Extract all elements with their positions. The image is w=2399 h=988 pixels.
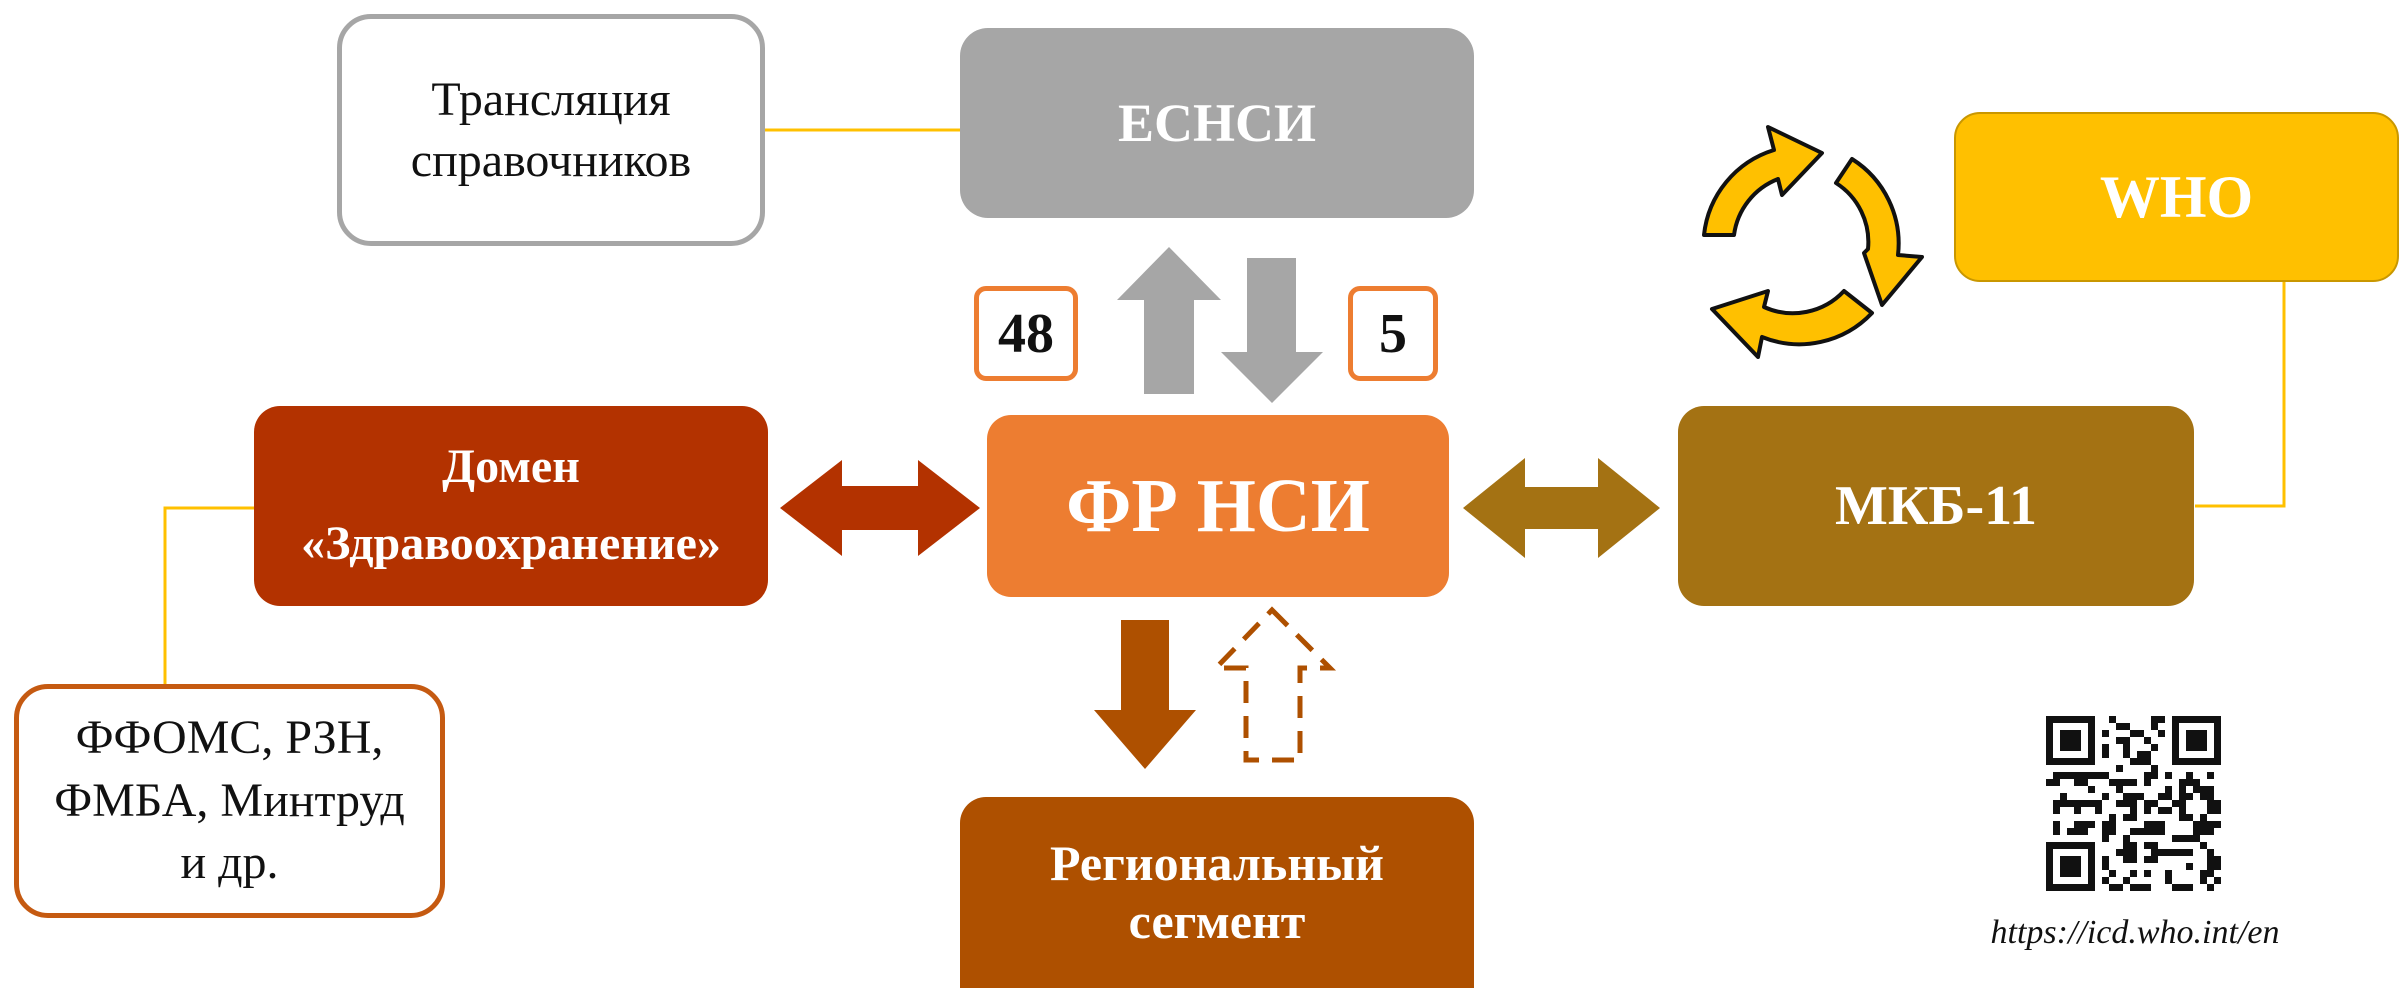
agencies-line3: и др. [180, 836, 279, 890]
who-label: WHO [2099, 163, 2254, 230]
count-down-value: 5 [1379, 302, 1407, 365]
qr-code[interactable] [2046, 716, 2221, 891]
count-up-value: 48 [998, 302, 1054, 365]
cycle-icon [1702, 125, 1924, 359]
agencies-line2: ФМБА, Минтруд [54, 773, 405, 827]
esnsi-box: ЕСНСИ [960, 28, 1474, 218]
regional-line1: Региональный [1050, 835, 1384, 891]
fr-nsi-label: ФР НСИ [1066, 463, 1370, 548]
count-down-badge: 5 [1348, 286, 1438, 381]
mkb-label: МКБ-11 [1834, 475, 2038, 537]
fr-nsi-box: ФР НСИ [987, 415, 1449, 597]
count-up-badge: 48 [974, 286, 1078, 381]
arrow-down-to-regional [1094, 620, 1196, 769]
arrow-down-from-esnsi [1221, 258, 1323, 403]
domain-line2: «Здравоохранение» [301, 517, 721, 570]
who-box: WHO [1954, 112, 2399, 282]
domain-line1: Домен [442, 440, 580, 494]
connector-domain-agencies [163, 506, 256, 684]
agencies-line1: ФФОМС, РЗН, [75, 711, 384, 765]
connector-mkb-who [2195, 282, 2286, 508]
translation-line1: Трансляция [431, 72, 671, 126]
regional-line2: сегмент [1128, 892, 1306, 949]
translation-box: Трансляция справочников [337, 14, 765, 246]
arrow-frnsi-mkb [1463, 458, 1660, 558]
arrow-domain-frnsi [780, 460, 980, 556]
arrow-up-to-esnsi [1117, 247, 1221, 394]
regional-box: Региональный сегмент [960, 797, 1474, 988]
agencies-box: ФФОМС, РЗН, ФМБА, Минтруд и др. [14, 684, 445, 918]
who-url-link[interactable]: https://icd.who.int/en [1990, 914, 2280, 951]
mkb-box: МКБ-11 [1678, 406, 2194, 606]
arrow-up-from-regional-dashed [1210, 606, 1337, 763]
esnsi-label: ЕСНСИ [1117, 93, 1317, 153]
translation-line2: справочников [410, 134, 692, 187]
domain-box: Домен «Здравоохранение» [254, 406, 768, 606]
